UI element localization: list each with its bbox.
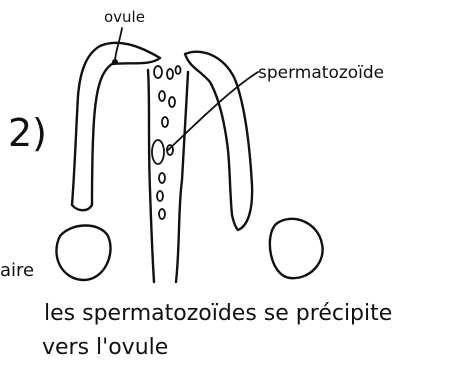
left-ovary xyxy=(56,226,110,281)
right-ovary xyxy=(270,219,323,278)
label-ovaire: aire xyxy=(0,260,34,281)
caption-line-1: les spermatozoïdes se précipite xyxy=(44,301,392,326)
central-tract-outline xyxy=(148,70,188,282)
label-ovule: ovule xyxy=(104,8,145,26)
caption-line-2: vers l'ovule xyxy=(42,335,168,360)
figure-number: 2) xyxy=(8,111,47,155)
left-horn-outline xyxy=(72,43,160,210)
label-spermatozoide: spermatozoïde xyxy=(258,63,384,83)
right-horn-outline xyxy=(185,52,252,230)
